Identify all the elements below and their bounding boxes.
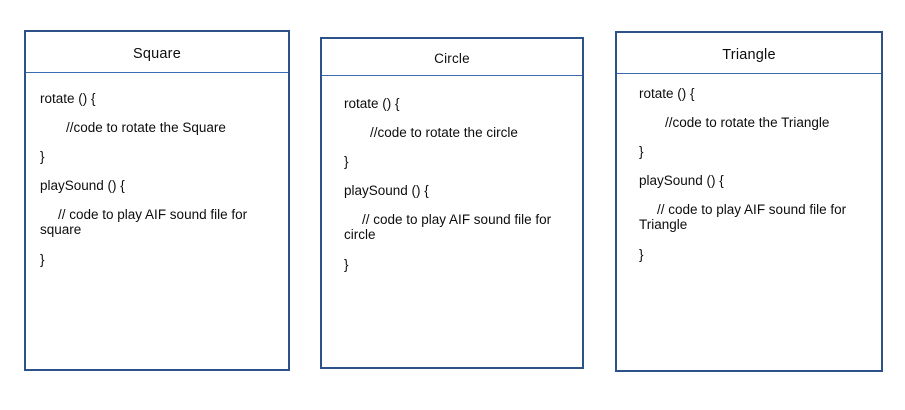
class-title-circle: Circle xyxy=(322,39,582,76)
code-line: } xyxy=(40,251,45,267)
code-line: //code to rotate the Triangle xyxy=(665,115,830,131)
code-line: } xyxy=(344,256,349,272)
code-line: rotate () { xyxy=(40,90,96,106)
code-line: //code to rotate the Square xyxy=(66,120,226,136)
code-line: } xyxy=(639,246,644,262)
code-line: playSound () { xyxy=(344,183,429,199)
code-line: // code to play AIF sound file for squar… xyxy=(40,207,251,238)
code-line: } xyxy=(344,154,349,170)
class-body-square: rotate () { //code to rotate the Square … xyxy=(26,73,288,369)
code-line: playSound () { xyxy=(639,173,724,189)
code-line: playSound () { xyxy=(40,178,125,194)
code-line: rotate () { xyxy=(344,95,400,111)
class-body-triangle: rotate () { //code to rotate the Triangl… xyxy=(617,74,881,370)
code-line: } xyxy=(40,149,45,165)
code-line: rotate () { xyxy=(639,85,695,101)
code-line: // code to play AIF sound file for Trian… xyxy=(639,202,850,233)
code-line: } xyxy=(639,144,644,160)
class-body-circle: rotate () { //code to rotate the circle … xyxy=(322,76,582,367)
code-line: // code to play AIF sound file for circl… xyxy=(344,212,555,243)
code-line: //code to rotate the circle xyxy=(370,124,518,140)
class-title-triangle: Triangle xyxy=(617,33,881,74)
class-title-square: Square xyxy=(26,32,288,73)
class-box-circle[interactable]: Circle rotate () { //code to rotate the … xyxy=(320,37,584,369)
class-box-triangle[interactable]: Triangle rotate () { //code to rotate th… xyxy=(615,31,883,372)
class-box-square[interactable]: Square rotate () { //code to rotate the … xyxy=(24,30,290,371)
